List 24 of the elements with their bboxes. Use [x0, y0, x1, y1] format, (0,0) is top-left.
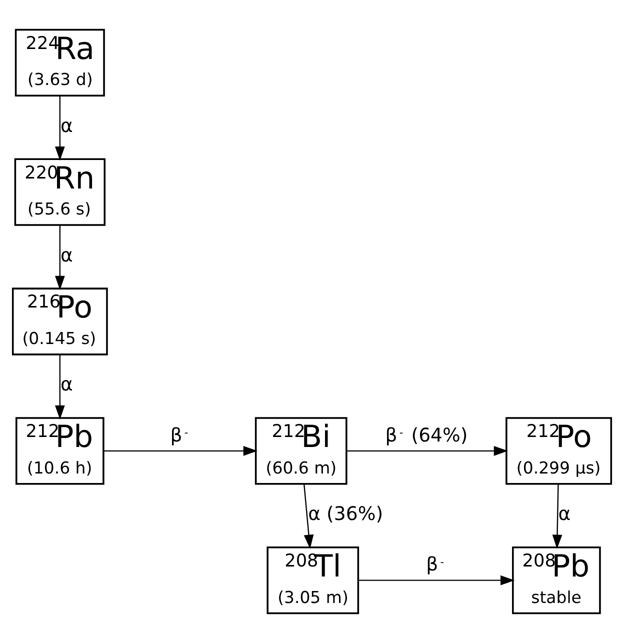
arrow: [346, 446, 508, 456]
arrow: [54, 96, 65, 161]
arrow: [54, 225, 65, 290]
node-box: $^{208}$Pb stable: [512, 546, 601, 614]
arrow: [304, 484, 314, 549]
arrow: [358, 575, 515, 586]
edge-label: α: [60, 245, 73, 266]
edge-label: β- (64%): [385, 425, 468, 446]
edge-label: α: [60, 374, 73, 396]
edge-label: β-: [170, 425, 188, 446]
arrow: [104, 446, 258, 456]
node-box: $^{220}$Rn (55.6 s): [14, 158, 106, 226]
node-box: $^{208}$Tl (3.05 m): [266, 546, 360, 614]
arrow: [54, 354, 65, 420]
node-box: $^{216}$Po (0.145 s): [12, 288, 108, 356]
edge-label: α: [558, 504, 571, 526]
node-box: $^{212}$Bi (60.6 m): [254, 417, 348, 485]
edge-label: α: [60, 116, 73, 137]
node-box: $^{212}$Pb (10.6 h): [16, 417, 104, 485]
edge-label: β-: [426, 554, 444, 576]
arrow: [552, 484, 562, 549]
edge-label: α (36%): [308, 504, 384, 526]
node-box: $^{224}$Ra (3.63 d): [14, 28, 105, 96]
node-box: $^{212}$Po (0.299 µs): [506, 417, 612, 485]
